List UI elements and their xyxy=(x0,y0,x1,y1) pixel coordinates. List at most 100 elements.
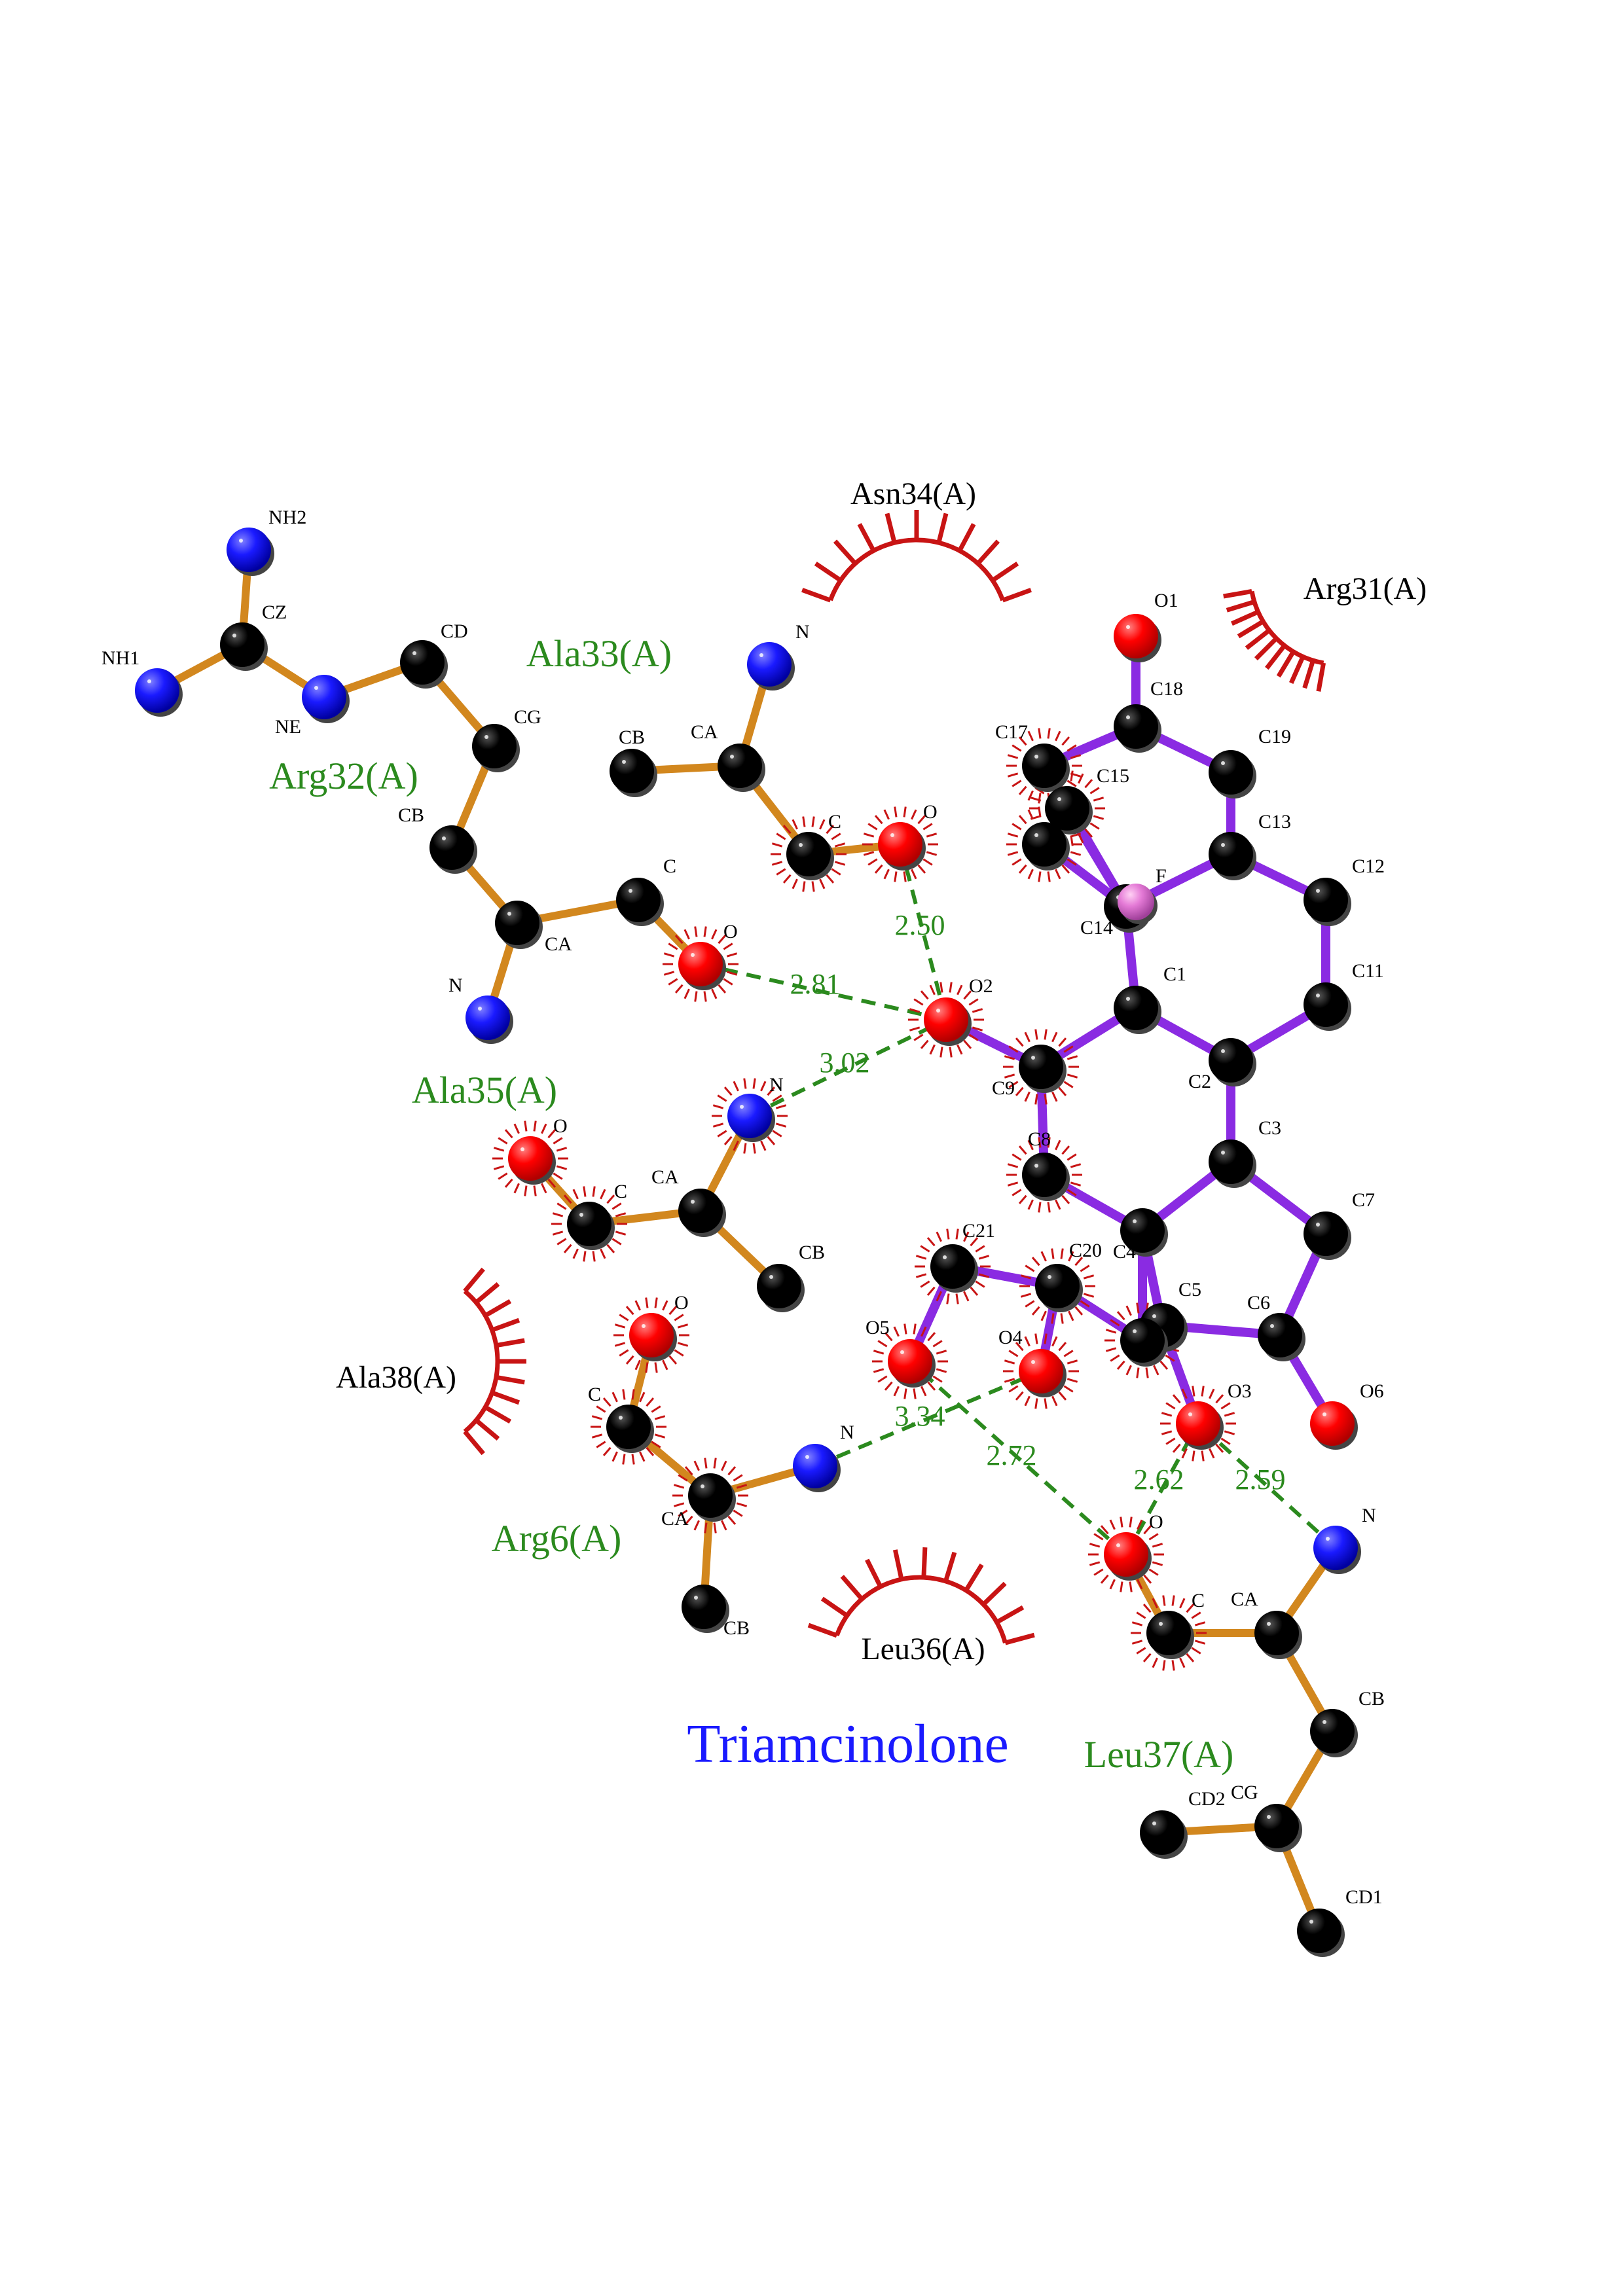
ligand-atom-o4 xyxy=(1019,1349,1063,1393)
ligand-atom-o5 xyxy=(888,1339,932,1384)
ligand-atom-label: C19 xyxy=(1258,726,1291,747)
contact-spokes-ligand-c20 xyxy=(1019,1248,1095,1324)
arg32-a-atom-n xyxy=(465,996,510,1040)
hydrophobic-arc-arg31-a xyxy=(1223,588,1326,692)
arg32-a-atom-o xyxy=(678,942,723,986)
residue-atom-label: CB xyxy=(799,1242,825,1263)
arg32-a-atom-ne xyxy=(302,675,346,719)
residue-label-ala33-a: Ala33(A) xyxy=(526,632,672,675)
hydrophobic-arc-ala38-a xyxy=(463,1267,526,1456)
residue-atom-label: NE xyxy=(275,716,301,738)
arg32-a-atom-cg xyxy=(472,724,517,768)
ligand-atom-c4 xyxy=(1120,1208,1165,1253)
residue-label-leu37-a: Leu37(A) xyxy=(1084,1733,1234,1776)
contact-spokes-arg6-a-o xyxy=(613,1297,689,1373)
ligand-atom-c12 xyxy=(1304,878,1348,922)
ligand-atom-label: O1 xyxy=(1154,590,1178,611)
hbond-distance-label: 2.81 xyxy=(790,968,841,1000)
residue-atom-label: N xyxy=(840,1422,854,1443)
ligand-atom-label: C21 xyxy=(962,1220,995,1242)
residue-atom-label: C xyxy=(663,855,676,877)
leu37-a-atom-o xyxy=(1104,1532,1148,1577)
residue-atom-label: CA xyxy=(691,721,718,743)
hbond-leu37-a-n-ligand-o3 xyxy=(1196,1422,1338,1550)
hbond-distance-label: 2.72 xyxy=(987,1439,1037,1471)
hydrophobic-contacts xyxy=(463,510,1326,1645)
contact-spokes-ligand-o5 xyxy=(872,1323,948,1399)
ligand-atom-label: F xyxy=(1156,865,1167,887)
ligand-atom-label: C17 xyxy=(995,721,1028,743)
ligand-atom-label: C1 xyxy=(1163,963,1186,985)
hbond-ala35-a-n-ligand-o2 xyxy=(748,1018,947,1118)
hbond-ala33-a-o-ligand-o2 xyxy=(898,844,948,1020)
arg6-a-atom-ca xyxy=(688,1473,733,1518)
arg32-a-atom-ca xyxy=(495,901,539,945)
residue-atom-label: NH1 xyxy=(101,647,139,669)
ligand-atom-c9 xyxy=(1019,1045,1063,1089)
ligand-name: Triamcinolone xyxy=(687,1713,1009,1774)
ligand-atom-label: C6 xyxy=(1247,1292,1270,1314)
arg6-a-atom-n xyxy=(793,1444,837,1488)
hbond-leu37-a-o-ligand-o3 xyxy=(1124,1422,1200,1556)
ala35-a-atom-o xyxy=(508,1136,553,1181)
ligand-atom-c17 xyxy=(1022,744,1067,788)
ligand-atom-label: C7 xyxy=(1352,1189,1375,1211)
arg32-a-atom-cd xyxy=(400,640,445,685)
arg6-a-atom-o xyxy=(629,1313,674,1357)
hydrophobic-arc-asn34-a xyxy=(801,510,1032,603)
contact-spokes-ligand-o3 xyxy=(1160,1386,1236,1462)
hbond-distance-label: 2.50 xyxy=(895,909,945,941)
arg32-a-atom-nh2 xyxy=(227,528,271,572)
ligand-atom-label: C15 xyxy=(1097,765,1129,787)
ala35-a-atom-ca xyxy=(678,1189,723,1233)
residue-atom-label: CD xyxy=(441,620,468,642)
ligand-atom-label: C14 xyxy=(1080,917,1113,939)
ala33-a-atom-o xyxy=(878,822,922,867)
ligand-atom-c18 xyxy=(1114,704,1158,749)
ala33-a-atom-ca xyxy=(718,744,762,788)
residue-atom-label: CB xyxy=(619,726,645,748)
arg32-a-atom-nh1 xyxy=(135,668,179,713)
ligand-atom-label: C13 xyxy=(1258,811,1291,833)
ligand-atom-c19 xyxy=(1209,750,1253,795)
residue-atom-label: N xyxy=(448,975,463,996)
ala33-a-atom-c xyxy=(786,832,831,876)
residue-atom-label: C xyxy=(1192,1590,1205,1611)
hydrophobic-label-asn34-a: Asn34(A) xyxy=(850,476,976,511)
ligand-atom-c2 xyxy=(1209,1038,1253,1083)
contact-spokes-ligand-c21 xyxy=(915,1229,991,1304)
contact-spokes-ala35-a-n xyxy=(712,1078,788,1154)
ligand-atom-f xyxy=(1118,884,1154,920)
residue-atom-label: CG xyxy=(1231,1782,1258,1803)
ligand-atom-label: O2 xyxy=(969,975,993,997)
hbond-distance-label: 3.34 xyxy=(895,1400,945,1432)
contact-spokes-arg32-a-o xyxy=(663,926,739,1002)
residue-atom-label: O xyxy=(923,801,938,823)
residue-atom-label: CB xyxy=(1359,1688,1385,1710)
residue-atom-label: CB xyxy=(398,804,424,826)
arg6-a-atom-c xyxy=(606,1405,651,1449)
ligand-atom-label: O3 xyxy=(1228,1380,1252,1402)
ligand-atom-c6 xyxy=(1258,1313,1302,1357)
hydrogen-bonds xyxy=(700,844,1338,1556)
ligand-atom-o3 xyxy=(1176,1401,1220,1446)
hydrophobic-label-leu36-a: Leu36(A) xyxy=(861,1632,985,1666)
residue-atom-label: CA xyxy=(545,933,572,955)
residue-atom-label: CA xyxy=(651,1166,679,1188)
hydrophobic-arc-leu36-a xyxy=(807,1547,1035,1645)
residue-atom-label: N xyxy=(1362,1505,1376,1526)
ligand-atom-label: O5 xyxy=(866,1317,890,1338)
residue-atom-label: CD1 xyxy=(1345,1886,1383,1908)
ligand-atom-c11 xyxy=(1304,982,1348,1027)
contact-spokes-arg6-a-ca xyxy=(672,1458,748,1534)
ligand-atom-c10 xyxy=(1120,1318,1165,1363)
ligand-atom-label: C20 xyxy=(1069,1240,1102,1261)
leu37-a-atom-cd1 xyxy=(1297,1909,1341,1953)
contact-spokes-arg6-a-c xyxy=(591,1389,666,1465)
contact-spokes-ligand-c9 xyxy=(1003,1029,1079,1105)
ligand-atom-label: O4 xyxy=(998,1327,1023,1348)
residue-atom-label: O xyxy=(1149,1511,1163,1533)
hbond-leu37-a-o-ligand-o5 xyxy=(909,1359,1127,1556)
hydrophobic-label-arg31-a: Arg31(A) xyxy=(1304,571,1427,606)
